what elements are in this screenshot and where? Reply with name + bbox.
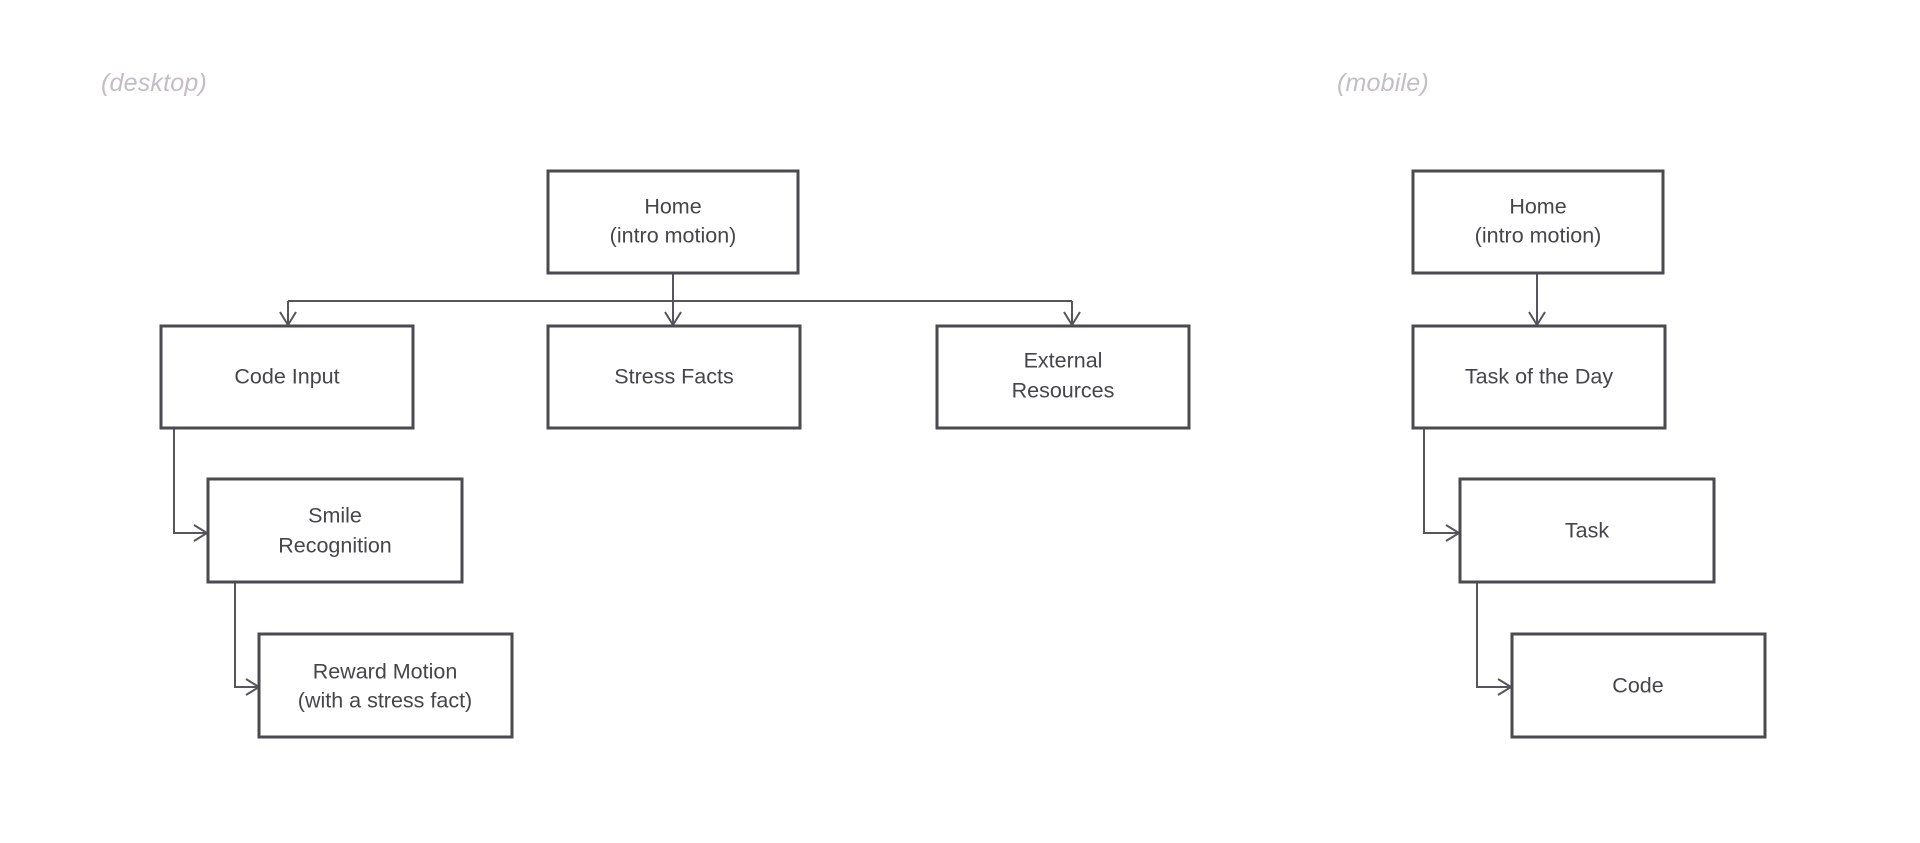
node-mobile-code[interactable]: Code xyxy=(1510,632,1767,739)
node-subtitle: Recognition xyxy=(278,534,392,558)
node-box[interactable] xyxy=(159,324,415,430)
node-title: Home xyxy=(1509,195,1566,219)
connector-code-input-to-smile xyxy=(173,428,206,534)
section-label-mobile: (mobile) xyxy=(1337,69,1429,97)
node-box[interactable] xyxy=(206,477,464,584)
node-box[interactable] xyxy=(1411,324,1667,430)
node-box[interactable] xyxy=(1411,169,1665,275)
node-box[interactable] xyxy=(546,324,802,430)
node-mobile-home[interactable]: Home (intro motion) xyxy=(1411,169,1665,275)
node-desktop-stress-facts[interactable]: Stress Facts xyxy=(546,324,802,430)
node-desktop-home[interactable]: Home (intro motion) xyxy=(546,169,800,275)
node-subtitle: (intro motion) xyxy=(1475,224,1602,248)
node-title: Task xyxy=(1565,519,1609,543)
node-mobile-task[interactable]: Task xyxy=(1458,477,1716,584)
connector-task-to-code xyxy=(1476,581,1510,688)
node-box[interactable] xyxy=(1510,632,1767,739)
node-title: Smile xyxy=(308,504,362,528)
node-subtitle: (intro motion) xyxy=(610,224,737,248)
connector-task-of-day-to-task xyxy=(1423,428,1458,534)
node-subtitle: Resources xyxy=(1012,379,1115,403)
node-subtitle: (with a stress fact) xyxy=(298,689,472,713)
node-desktop-code-input[interactable]: Code Input xyxy=(159,324,415,430)
node-box[interactable] xyxy=(1458,477,1716,584)
node-desktop-smile-recognition[interactable]: Smile Recognition xyxy=(206,477,464,584)
node-title: Home xyxy=(644,195,701,219)
node-title: Code xyxy=(1612,674,1663,698)
node-box[interactable] xyxy=(546,169,800,275)
node-box[interactable] xyxy=(935,324,1191,430)
section-label-desktop: (desktop) xyxy=(101,69,208,97)
node-title: Stress Facts xyxy=(614,365,733,389)
node-title: Reward Motion xyxy=(313,660,458,684)
node-mobile-task-of-the-day[interactable]: Task of the Day xyxy=(1411,324,1667,430)
node-desktop-external-resources[interactable]: External Resources xyxy=(935,324,1191,430)
node-title: External xyxy=(1024,349,1103,373)
node-title: Task of the Day xyxy=(1465,365,1613,389)
node-desktop-reward-motion[interactable]: Reward Motion (with a stress fact) xyxy=(257,632,514,739)
node-box[interactable] xyxy=(257,632,514,739)
connector-smile-to-reward xyxy=(234,581,258,688)
node-title: Code Input xyxy=(234,365,339,389)
